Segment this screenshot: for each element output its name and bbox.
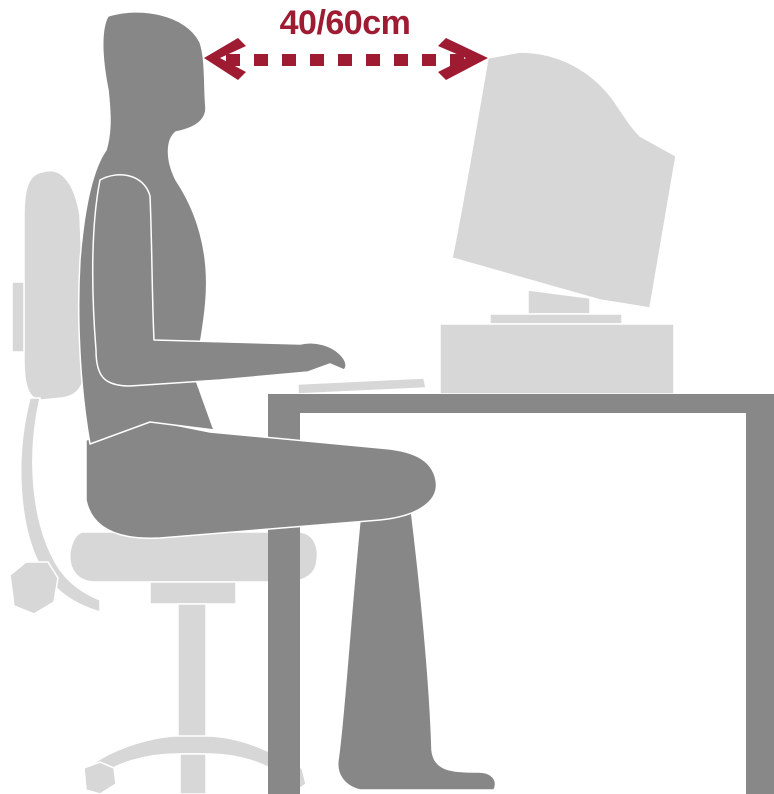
chair-back-bracket (12, 282, 24, 352)
arrow-dash (394, 54, 408, 66)
computer-workstation (298, 52, 676, 394)
arrow-dash (254, 54, 268, 66)
arrow-dash (226, 54, 240, 66)
keyboard (298, 378, 426, 394)
chair-knob (10, 562, 58, 614)
chair-backrest (24, 171, 86, 400)
desk-top (268, 394, 774, 413)
arrow-dash (282, 54, 296, 66)
chair-column (178, 604, 206, 742)
person-shin (338, 500, 496, 790)
chair-caster-left (84, 762, 116, 794)
person-arm (93, 175, 346, 386)
arrow-dash (422, 54, 436, 66)
chair-seat-mechanism (150, 582, 236, 604)
arrow-dash (310, 54, 324, 66)
monitor-screen (452, 52, 676, 308)
distance-arrow (204, 38, 488, 80)
arrow-dash (338, 54, 352, 66)
desk-leg-right (746, 413, 774, 794)
arrow-dash (366, 54, 380, 66)
chair-column-lower (180, 754, 206, 794)
computer-case (440, 324, 674, 394)
viewing-distance-label: 40/60cm (250, 3, 440, 43)
arrow-dash (450, 54, 464, 66)
monitor-base (490, 314, 622, 324)
